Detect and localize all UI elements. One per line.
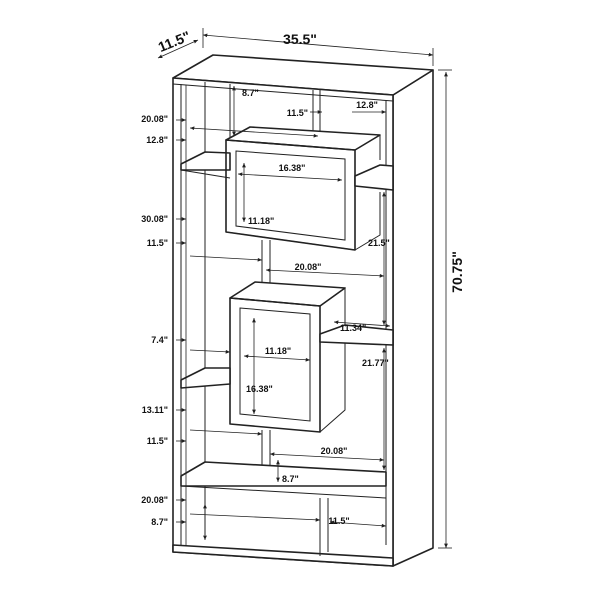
top-right-width-label: 12.8" — [356, 100, 378, 110]
left-dim-label: 12.8" — [146, 135, 168, 145]
inner-dimension-lines — [189, 86, 391, 540]
left-dim-label: 13.11" — [142, 405, 168, 415]
lower-box-width-label: 11.18" — [265, 346, 291, 356]
bottom-right-width-label: 11.5" — [328, 516, 349, 526]
left-dim-label: 11.5" — [147, 436, 168, 446]
left-dimension-lines — [176, 85, 187, 545]
left-dim-label: 7.4" — [151, 335, 168, 345]
overall-dimension-lines — [157, 28, 452, 549]
middle-width-label: 20.08" — [295, 262, 322, 272]
right-upper-shelf — [354, 164, 394, 191]
lower-box-height-label: 16.38" — [246, 384, 273, 394]
top-center-width-label: 11.5" — [287, 108, 308, 118]
left-dim-label: 30.08" — [141, 214, 168, 224]
top-left-height-label: 8.7" — [242, 88, 259, 98]
left-upper-shelf — [180, 151, 231, 179]
left-dim-label: 20.08" — [141, 114, 168, 124]
upper-box-width-label: 16.38" — [279, 163, 306, 173]
right-shelf-width-label: 11.34" — [340, 323, 366, 333]
right-upper-height-label: 21.5" — [368, 238, 390, 248]
width-label: 35.5" — [283, 31, 317, 47]
left-dim-label: 11.5" — [147, 238, 168, 248]
left-dim-label: 8.7" — [151, 517, 168, 527]
right-lower-height-label: 21.77" — [362, 358, 389, 368]
bottom-shelf — [180, 461, 387, 556]
left-dim-label: 20.08" — [141, 495, 168, 505]
lower-center-height-label: 8.7" — [282, 474, 299, 484]
lower-width-label: 20.08" — [321, 446, 348, 456]
left-lower-shelf — [180, 367, 231, 389]
upper-box-height-label: 11.18" — [248, 216, 274, 226]
height-label: 70.75" — [449, 251, 465, 293]
